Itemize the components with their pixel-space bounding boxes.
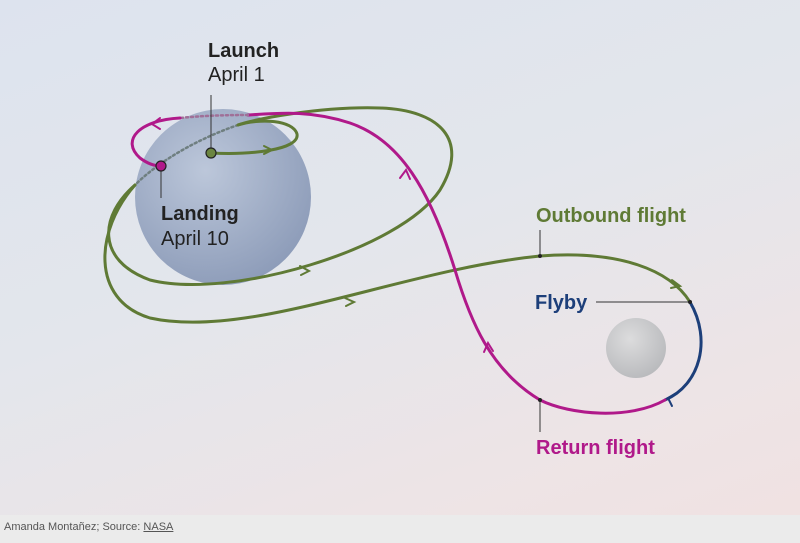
- landing-date: April 10: [161, 228, 229, 250]
- outbound-flight-path: [103, 183, 692, 324]
- arrow-icon: [299, 265, 312, 276]
- credit-line: Amanda Montañez; Source: NASA: [4, 521, 173, 533]
- arrow-icon: [263, 145, 275, 155]
- return-flight-path: [246, 111, 667, 415]
- arrow-icon: [670, 279, 683, 289]
- return-tick: [538, 398, 542, 402]
- outbound-tick: [538, 254, 542, 258]
- outbound-label: Outbound flight: [536, 205, 686, 227]
- flyby-label: Flyby: [535, 292, 588, 314]
- return-label: Return flight: [536, 437, 655, 459]
- outbound-high-orbit: [107, 106, 454, 286]
- trajectory-diagram: Launch April 1 Landing April 10 Outbound…: [0, 0, 800, 515]
- credit-author: Amanda Montañez; Source:: [4, 521, 144, 533]
- arrow-icon: [666, 391, 679, 407]
- landing-marker: [155, 160, 167, 172]
- landing-title: Landing: [161, 203, 239, 225]
- arrow-icon: [344, 297, 357, 307]
- arrow-icon: [399, 168, 411, 180]
- launch-title: Launch: [208, 40, 280, 62]
- outbound-parking-orbit: [209, 119, 299, 155]
- moon: [606, 318, 666, 378]
- flyby-path: [663, 300, 703, 402]
- launch-marker: [205, 147, 217, 159]
- source-link[interactable]: NASA: [143, 521, 174, 533]
- launch-date: April 1: [208, 64, 265, 86]
- outbound-dotted-segment: [133, 123, 240, 187]
- arrow-icon: [483, 340, 494, 353]
- trajectory-svg: [103, 95, 703, 432]
- flyby-tick: [688, 300, 692, 304]
- arrow-icon: [150, 117, 161, 130]
